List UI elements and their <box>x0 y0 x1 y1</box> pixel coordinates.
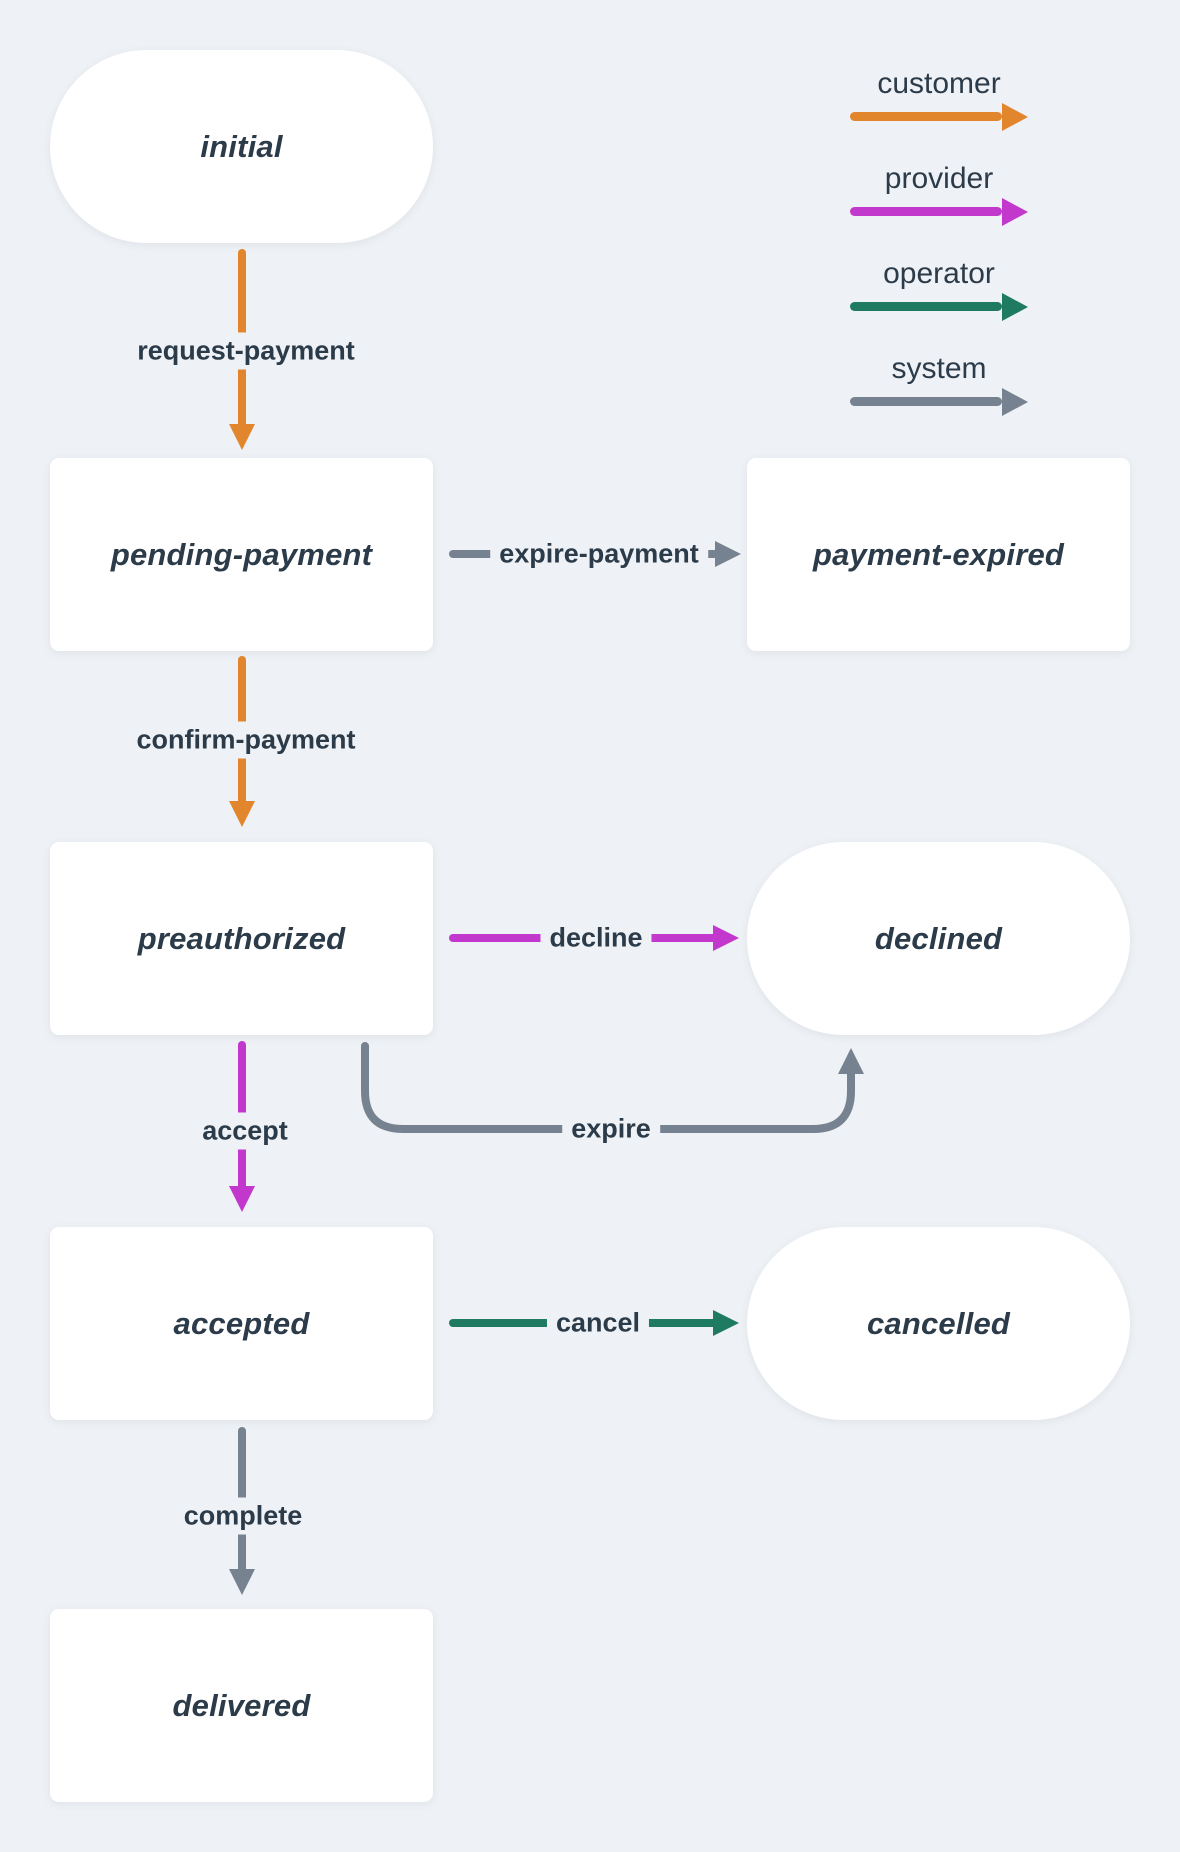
node-preauthorized-label: preauthorized <box>137 920 346 956</box>
provider-arrow-icon <box>850 207 1002 216</box>
node-accepted: accepted <box>50 1227 433 1420</box>
legend-item-operator: operator <box>850 256 1028 351</box>
node-cancelled: cancelled <box>747 1227 1130 1420</box>
edge-label-complete: complete <box>174 1497 312 1535</box>
legend-label-system: system <box>891 352 987 385</box>
node-pending-payment: pending-payment <box>50 458 433 651</box>
node-accepted-label: accepted <box>173 1305 310 1341</box>
node-pending-payment-label: pending-payment <box>110 536 373 572</box>
node-declined-label: declined <box>874 920 1003 956</box>
node-payment-expired-label: payment-expired <box>812 536 1065 572</box>
edge-label-cancel: cancel <box>546 1304 650 1342</box>
node-cancelled-label: cancelled <box>866 1305 1011 1341</box>
edge-label-confirm-payment: confirm-payment <box>127 721 365 759</box>
legend-item-provider: provider <box>850 161 1028 256</box>
edge-label-expire-payment: expire-payment <box>490 535 708 573</box>
node-initial-label: initial <box>200 128 283 164</box>
node-delivered: delivered <box>50 1609 433 1802</box>
customer-arrow-icon <box>850 112 1002 121</box>
edge-label-expire: expire <box>562 1110 660 1148</box>
legend-label-operator: operator <box>883 257 995 290</box>
legend-item-system: system <box>850 351 1028 446</box>
edge-label-request-payment: request-payment <box>128 332 364 370</box>
legend: customer provider operator system <box>850 66 1028 446</box>
node-preauthorized: preauthorized <box>50 842 433 1035</box>
edge-label-accept: accept <box>193 1112 297 1150</box>
legend-label-customer: customer <box>877 67 1001 100</box>
system-arrow-icon <box>850 397 1002 406</box>
legend-label-provider: provider <box>884 162 994 195</box>
node-delivered-label: delivered <box>172 1687 311 1723</box>
operator-arrow-icon <box>850 302 1002 311</box>
legend-item-customer: customer <box>850 66 1028 161</box>
node-initial: initial <box>50 50 433 243</box>
node-payment-expired: payment-expired <box>747 458 1130 651</box>
edge-label-decline: decline <box>540 919 652 957</box>
node-declined: declined <box>747 842 1130 1035</box>
